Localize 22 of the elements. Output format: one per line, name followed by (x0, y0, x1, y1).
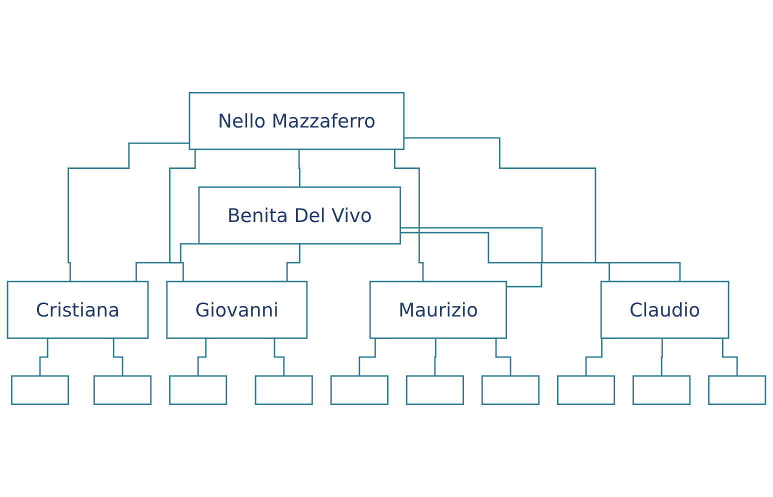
node-box (94, 375, 152, 405)
connector (400, 232, 542, 288)
node-box (254, 375, 313, 405)
node-box (632, 375, 691, 405)
node-box: Cristiana (6, 280, 149, 339)
node-box (406, 375, 464, 405)
connector (434, 338, 437, 377)
connector (660, 338, 664, 377)
node-box: Maurizio (369, 280, 508, 339)
node-box: Claudio (600, 280, 730, 339)
node-box: Nello Mazzaferro (188, 92, 405, 150)
node-box (708, 375, 766, 405)
node-box (10, 375, 70, 405)
node-box: Giovanni (166, 280, 308, 339)
node-box (557, 375, 616, 405)
connector (298, 148, 300, 188)
connector (400, 227, 681, 282)
node-box (481, 375, 540, 405)
node-box (330, 375, 388, 405)
connector (68, 142, 190, 282)
node-box: Benita Del Vivo (198, 186, 402, 244)
node-box (169, 375, 228, 405)
